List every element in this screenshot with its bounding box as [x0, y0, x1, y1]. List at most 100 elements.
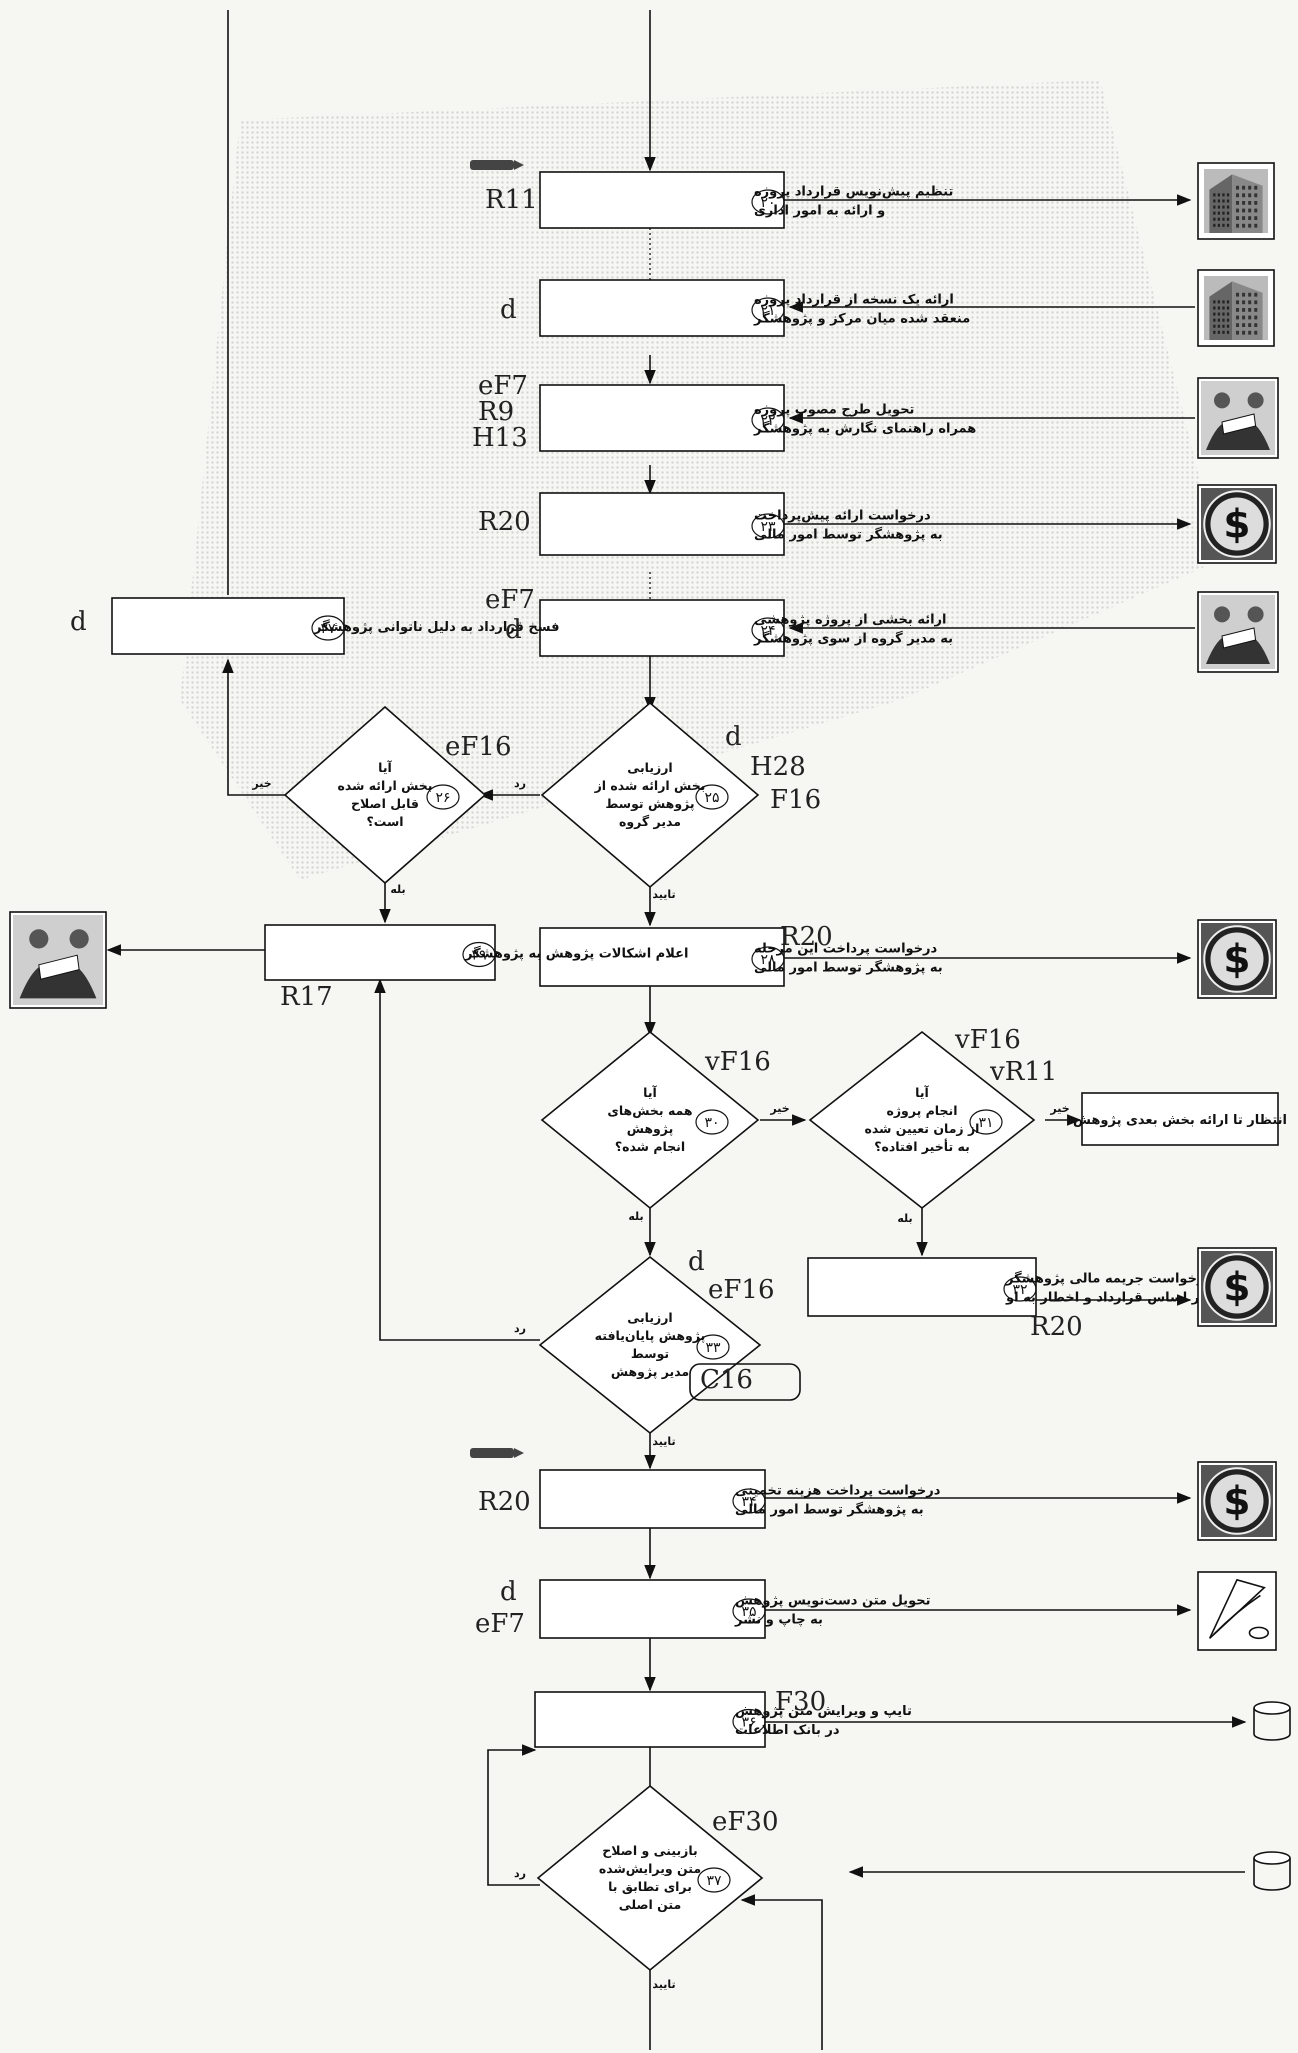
- handwritten-note: d: [500, 295, 517, 325]
- process-box-text: تحویل طرح مصوب پروژه: [754, 403, 914, 418]
- step-number: ۳۲: [1012, 1282, 1027, 1298]
- decision-text: بازبینی و اصلاح: [602, 1843, 697, 1858]
- step-number: ۲۴: [760, 623, 775, 639]
- decision-diamond-frame: [540, 701, 760, 889]
- step-number-circle: [969, 1109, 1003, 1135]
- handwritten-note: vF16: [954, 1025, 1021, 1055]
- process-box-text: درخواست پرداخت این مرحله: [754, 942, 938, 957]
- step-number: ۲۲: [760, 413, 775, 429]
- step-number-circle: [732, 1598, 766, 1624]
- step-number-circle: [696, 1334, 730, 1360]
- decision-text: به تأخیر افتاده؟: [874, 1138, 970, 1154]
- finance-dollar-icon: $: [1197, 484, 1277, 564]
- step-number-circle: [1003, 1276, 1037, 1302]
- process-box-text: تحویل متن دست‌نویس پژوهش: [735, 1594, 930, 1609]
- connectors: [106, 10, 1247, 2050]
- process-box-text: ارائه بخشی از پروژه پژوهشی: [754, 613, 947, 628]
- decision-text: متن ویرایش‌شده: [599, 1861, 701, 1876]
- handwritten-note: vF16: [704, 1047, 771, 1077]
- handwritten-note: F16: [770, 785, 821, 815]
- step-number-circle: [311, 615, 345, 641]
- process-box-frame: [539, 492, 785, 556]
- researcher-icon: [1197, 591, 1279, 673]
- process-box-text: منعقد شده میان مرکز و پژوهشگر: [753, 311, 970, 327]
- decision-text: از زمان تعیین شده: [865, 1121, 980, 1136]
- step-number: ۲۸: [760, 952, 776, 968]
- finance-dollar-icon: $: [1197, 1247, 1277, 1327]
- decision-text: برای تطابق با: [608, 1879, 692, 1894]
- edge-label-approve: تایید: [652, 1435, 675, 1448]
- decision-text: پژوهش: [627, 1121, 674, 1136]
- decision-text: پژوهش پایان‌یافته: [595, 1328, 706, 1343]
- step-number-circle: [732, 1708, 766, 1735]
- researcher-icon: [1197, 377, 1279, 459]
- handwritten-note: vR11: [989, 1057, 1057, 1087]
- step-number: ۲۷: [320, 621, 336, 637]
- step-number: ۲۶: [435, 790, 450, 806]
- step-number-circle: [462, 941, 496, 968]
- process-box-text: به چاپ و نشر: [734, 1613, 823, 1628]
- decision-text: بخش ارائه شده از: [594, 778, 706, 793]
- step-number: ۳۶: [741, 1715, 756, 1731]
- handwritten-note: d: [688, 1247, 705, 1277]
- process-box-text: اعلام اشکالات پژوهش به پژوهشگر: [464, 946, 688, 962]
- process-box-bwait: انتظار تا ارائه بخش بعدی پژوهش: [1073, 1092, 1287, 1146]
- edge-label-no: خیر: [769, 1102, 789, 1115]
- step-number-circle: [426, 784, 460, 810]
- decision-diamond-frame: [538, 1255, 762, 1435]
- process-box-b24: ارائه بخشی از پروژه پژوهشی به مدیر گروه ا…: [539, 599, 953, 657]
- handwritten-note: H28: [750, 752, 806, 782]
- process-box-text: تایپ و ویرایش متن پژوهش: [735, 1704, 912, 1719]
- step-number-circle: [751, 946, 785, 972]
- process-box-frame: [534, 1691, 766, 1748]
- finance-dollar-icon: $: [1197, 919, 1277, 999]
- step-number-circle: [751, 407, 785, 433]
- print-publish-icon: [1197, 1571, 1277, 1651]
- step-number: ۳۷: [706, 1873, 722, 1889]
- step-number-circle: [751, 617, 785, 643]
- step-number: ۲۱: [760, 303, 775, 319]
- decision-text: بخش ارائه شده: [337, 778, 432, 793]
- decision-text: آیا: [378, 760, 392, 775]
- process-box-text: انتظار تا ارائه بخش بعدی پژوهش: [1073, 1113, 1287, 1128]
- step-number-circle: [751, 189, 785, 215]
- edge-label-approve: تایید: [652, 888, 675, 901]
- step-number: ۳۴: [741, 1494, 756, 1510]
- database-icon: [1253, 1851, 1291, 1891]
- edge-label-yes: بله: [390, 883, 405, 896]
- pencil-mark-icon: [470, 1448, 524, 1458]
- decision-text: ارزیابی: [627, 760, 672, 775]
- process-box-frame: [539, 599, 785, 657]
- process-box-text: و ارائه به امور اداری: [754, 204, 885, 219]
- svg-text:$: $: [1223, 937, 1250, 982]
- scan-shadow: [180, 80, 1220, 880]
- step-number-circle: [751, 513, 785, 539]
- handwritten-note: eF16: [445, 732, 512, 762]
- building-icon: [1197, 269, 1275, 347]
- process-box-text: تنظیم پیش‌نویس قرارداد پروژه: [754, 185, 953, 200]
- process-box-text: بر اساس قرارداد و اخطار به او: [1005, 1291, 1205, 1306]
- handwritten-note: R20: [1030, 1312, 1083, 1342]
- process-box-text: به پژوهشگر توسط امور مالی: [754, 960, 943, 976]
- process-box-frame: [539, 1579, 766, 1639]
- process-box-text: به مدیر گروه از سوی پژوهشگر: [753, 631, 953, 647]
- process-box-text: درخواست جریمه مالی پژوهشگر: [1005, 1271, 1211, 1287]
- edge-label-yes: بله: [628, 1210, 643, 1223]
- process-box-frame: [807, 1257, 1037, 1317]
- process-box-frame: [539, 384, 785, 452]
- step-number: ۲۵: [704, 790, 719, 806]
- edge-label-reject: رد: [514, 1322, 526, 1335]
- building-icon: [1197, 162, 1275, 240]
- handwritten-note: d: [505, 615, 522, 645]
